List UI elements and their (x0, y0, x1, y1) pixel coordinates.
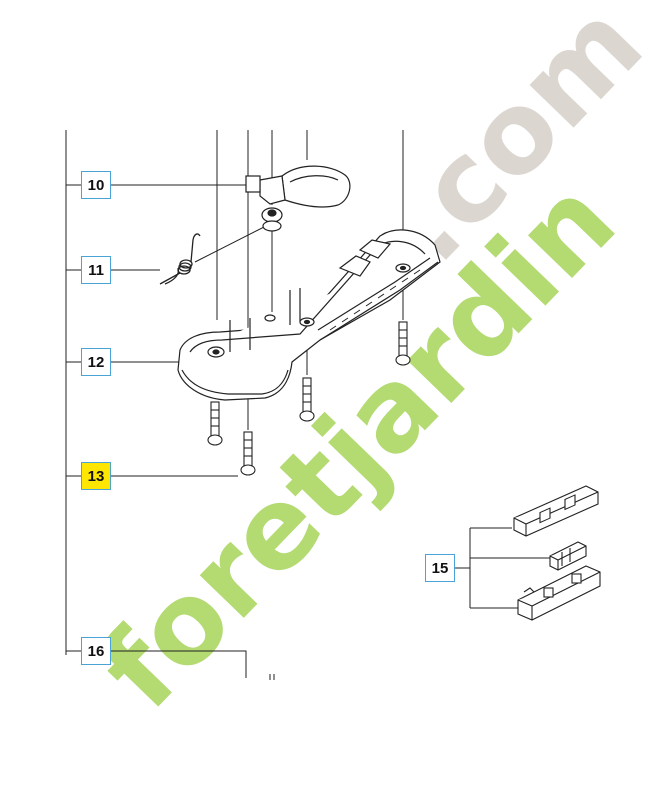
part-11-spring (159, 233, 201, 285)
callout-12[interactable]: 12 (81, 348, 111, 376)
callout-10[interactable]: 10 (81, 171, 111, 199)
part-12-handle-housing (177, 229, 441, 401)
callout-16-label: 16 (87, 642, 105, 660)
callout-10-label: 10 (87, 176, 105, 194)
callout-13-highlighted[interactable]: 13 (81, 462, 111, 490)
part-16-edge (269, 674, 275, 680)
callout-11-label: 11 (88, 261, 104, 279)
callout-13-label: 13 (87, 467, 105, 485)
watermark-logo: foretjardin .com (76, 0, 652, 734)
part-10-lever (245, 165, 351, 232)
screws (207, 321, 411, 476)
part-15-connector-set (513, 485, 601, 621)
svg-text:foretjardin: foretjardin (76, 156, 640, 734)
callout-15[interactable]: 15 (425, 554, 455, 582)
callout-11[interactable]: 11 (81, 256, 111, 284)
callout-15-label: 15 (431, 559, 449, 577)
callout-12-label: 12 (87, 353, 105, 371)
callout-16[interactable]: 16 (81, 637, 111, 665)
